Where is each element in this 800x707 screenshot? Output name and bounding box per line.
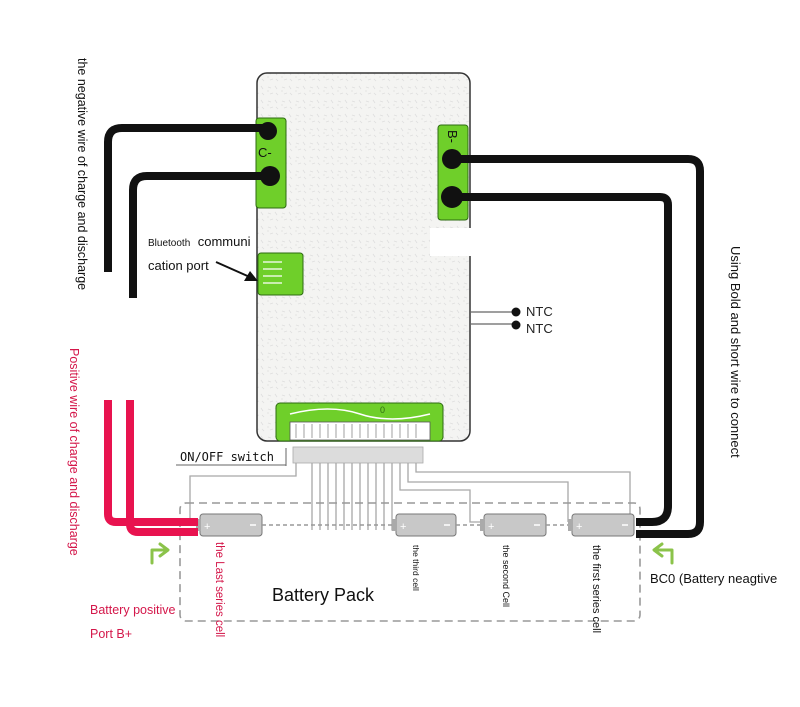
svg-text:+: +	[400, 521, 406, 533]
svg-text:+: +	[204, 521, 210, 533]
battery-pack-label: Battery Pack	[272, 585, 375, 605]
positive-wires	[104, 400, 198, 536]
cell-label-first: the first series cell	[590, 545, 602, 633]
balance-harness-plug	[292, 446, 424, 464]
bluetooth-label-line1: Bluetooth communi	[148, 233, 251, 250]
positive-wire-label: Positive wire of charge and discharge	[67, 348, 81, 556]
on-off-switch-label: ON/OFF switch	[180, 450, 274, 464]
ntc-label-1: NTC	[526, 304, 553, 319]
bluetooth-port-pins	[263, 261, 282, 284]
ntc-leads	[470, 311, 514, 325]
svg-text:+: +	[488, 521, 494, 533]
battery-positive-label-line1: Battery positive	[90, 603, 176, 617]
cell-label-last: the Last series cell	[213, 542, 225, 637]
c-minus-label: C-	[258, 145, 272, 160]
cell-third: +	[392, 513, 457, 537]
negative-wires-left	[104, 124, 270, 298]
b-minus-label: B-	[445, 130, 460, 143]
bluetooth-arrow-head	[244, 271, 258, 281]
battery-positive-label-line2: Port B+	[90, 627, 132, 641]
balance-pad-trace	[289, 408, 431, 420]
arrow-green-left-icon	[150, 542, 170, 565]
negative-wire-label: the negative wire of charge and discharg…	[75, 58, 89, 290]
b-minus-wires-right	[452, 155, 704, 538]
balance-harness-wires	[189, 463, 631, 531]
arrow-green-right-icon	[652, 542, 674, 565]
b-minus-terminal-1	[442, 149, 462, 169]
ntc-label-2: NTC	[526, 321, 553, 336]
bluetooth-arrow-shaft	[215, 261, 253, 279]
battery-pack-outline	[179, 502, 641, 622]
c-minus-pad	[255, 117, 287, 209]
c-minus-terminal-2	[260, 166, 280, 186]
cell-label-second: the second Cell	[501, 545, 511, 607]
balance-connector-mark: 0	[380, 405, 385, 415]
cell-last: +	[196, 513, 263, 537]
svg-text:+: +	[576, 521, 582, 533]
bluetooth-label-line2: cation port	[148, 258, 209, 273]
ntc-probe-2	[511, 320, 521, 330]
c-minus-terminal-1	[259, 122, 277, 140]
bluetooth-port	[257, 252, 304, 296]
balance-connector-pins	[295, 424, 417, 438]
bc0-label: BC0 (Battery neagtive	[650, 571, 777, 586]
bold-short-wire-label: Using Bold and short wire to connect	[728, 246, 743, 458]
b-minus-terminal-2	[441, 186, 463, 208]
board-white-tab-right	[430, 228, 475, 256]
cell-second: +	[480, 513, 547, 537]
ntc-probe-1	[511, 307, 521, 317]
cell-label-third: the third cell	[411, 545, 421, 591]
cell-first: +	[568, 513, 635, 537]
